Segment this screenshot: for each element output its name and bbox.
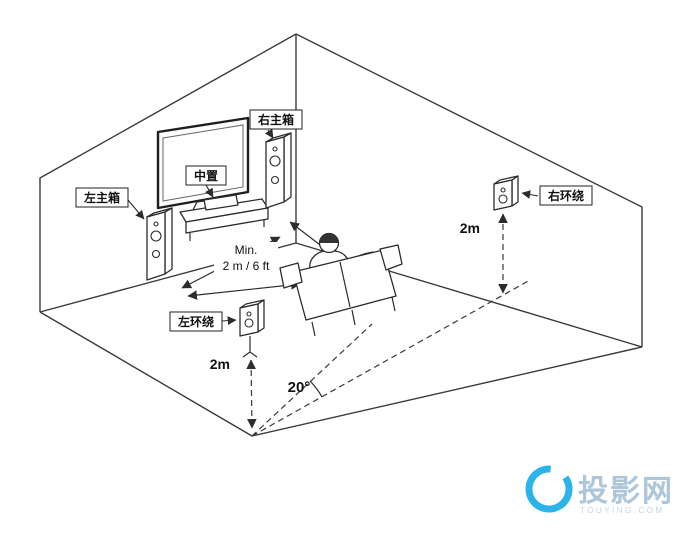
- room-floor-front-edges: [39, 311, 643, 437]
- right-main-speaker: [265, 132, 292, 209]
- right-surround-height-label: 2m: [460, 220, 480, 236]
- label-right-main-box: [249, 109, 303, 130]
- left-main-front: [146, 211, 166, 281]
- label-left-main: 左主箱: [75, 187, 145, 220]
- label-right-main-leader: [264, 128, 274, 139]
- label-left-surround-box: [169, 311, 223, 332]
- min-label-backing: [214, 242, 278, 274]
- right-main-side: [283, 132, 292, 203]
- angle-value-label: 20°: [288, 379, 311, 396]
- left-surround-woofer: [244, 318, 254, 328]
- angle-arc: [309, 380, 323, 398]
- right-surround-speaker: [493, 175, 519, 211]
- tv-screen: [162, 124, 244, 202]
- left-surround-tweeter: [246, 311, 252, 317]
- sofa-legs: [311, 296, 396, 337]
- right-main-mid-driver: [270, 175, 280, 185]
- cabinet-legs: [189, 219, 265, 241]
- watermark-domain: TOUYING.COM: [580, 506, 665, 515]
- right-surround-woofer: [498, 194, 508, 204]
- label-left-surround-text: 左环绕: [177, 314, 214, 329]
- left-main-side: [164, 207, 173, 275]
- label-left-main-leader: [127, 199, 145, 220]
- sofa-cushion-seam: [339, 261, 351, 308]
- left-surround-height-measure: 2m: [210, 356, 257, 429]
- left-main-speaker: [146, 207, 173, 281]
- watermark-name: 投影网: [578, 475, 674, 508]
- right-main-front: [265, 136, 285, 209]
- room-outline: [39, 33, 643, 437]
- left-surround-stand: [242, 336, 258, 358]
- label-right-main: 右主箱: [249, 109, 303, 139]
- right-surround-tweeter: [500, 187, 506, 193]
- left-surround-height-label: 2m: [210, 356, 230, 372]
- sofa-with-listener: [279, 232, 403, 337]
- right-surround-side: [511, 175, 519, 207]
- left-surround-speaker: [239, 299, 265, 358]
- left-speaker-to-listener-arrow: [187, 280, 301, 300]
- tv-and-cabinet: [156, 116, 269, 241]
- label-center: 中置: [185, 165, 227, 198]
- min-distance-label-line2: 2 m / 6 ft: [223, 259, 270, 273]
- listener-hair: [319, 233, 339, 243]
- angle-ray-to-sofa: [251, 323, 373, 437]
- label-right-main-text: 右主箱: [257, 112, 294, 127]
- watermark-logo-ring: [525, 465, 573, 513]
- min-distance-label-line1: Min.: [235, 243, 258, 257]
- cabinet-front: [185, 207, 269, 234]
- sofa-right-armrest: [379, 244, 403, 271]
- label-right-surround-leader: [521, 190, 539, 199]
- right-main-tweeter: [272, 146, 278, 152]
- right-main-woofer: [269, 155, 281, 167]
- front-distance-arrows: Min. 2 m / 6 ft: [181, 221, 337, 300]
- label-center-text: 中置: [194, 168, 218, 183]
- left-surround-side: [257, 299, 265, 333]
- label-left-main-text: 左主箱: [83, 190, 120, 205]
- watermark: 投影网 TOUYING.COM: [525, 465, 674, 515]
- label-left-surround: 左环绕: [169, 311, 237, 332]
- center-speaker: [203, 194, 239, 211]
- label-center-box: [185, 165, 227, 186]
- label-right-surround-text: 右环绕: [547, 188, 584, 203]
- sofa-left-armrest: [279, 262, 303, 289]
- label-left-surround-leader: [221, 316, 237, 325]
- left-main-mid-driver: [151, 249, 161, 259]
- angle-ray-to-right-wall: [251, 279, 531, 437]
- label-left-main-box: [75, 187, 129, 208]
- label-right-surround: 右环绕: [521, 185, 593, 206]
- right-surround-height-measure: 2m: [460, 213, 508, 294]
- label-right-surround-box: [539, 185, 593, 206]
- left-main-woofer: [150, 230, 162, 242]
- left-main-tweeter: [153, 221, 159, 227]
- label-center-leader: [205, 184, 214, 198]
- left-surround-height-line: [246, 359, 257, 429]
- listening-angle-construction: 20°: [251, 279, 531, 437]
